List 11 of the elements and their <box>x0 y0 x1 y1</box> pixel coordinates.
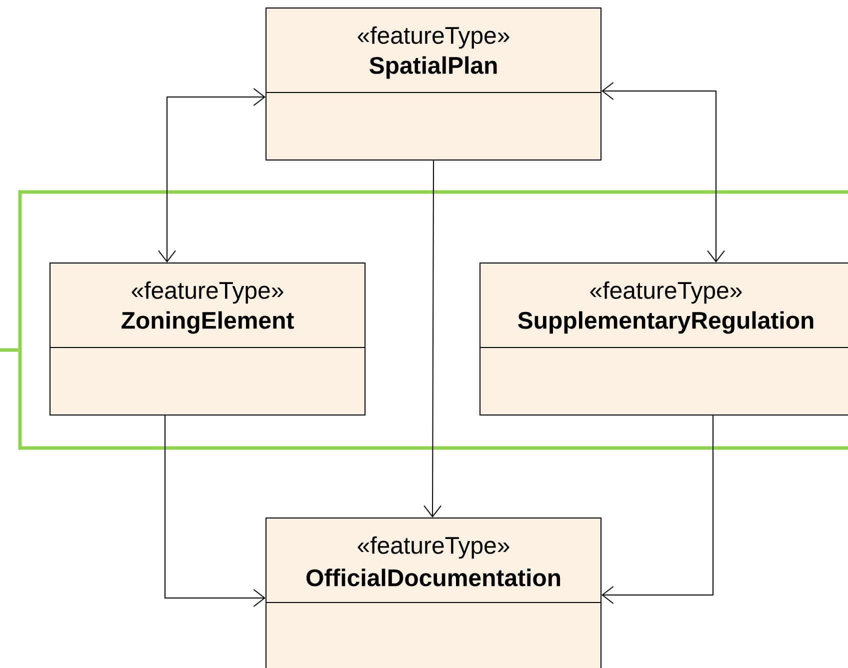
class-box: «featureType» SupplementaryRegulation <box>479 262 848 416</box>
class-box: «featureType» OfficialDocumentation <box>265 518 602 668</box>
package-frame <box>18 190 848 450</box>
association-arrow <box>602 82 725 262</box>
class-box: «featureType» ZoningElement <box>49 262 366 416</box>
association-arrow <box>164 415 266 607</box>
class-box: «featureType» SpatialPlan <box>265 8 602 160</box>
association-arrow <box>424 160 442 518</box>
association-arrow <box>158 88 266 262</box>
association-arrow <box>602 415 714 604</box>
connector-line <box>0 348 18 352</box>
